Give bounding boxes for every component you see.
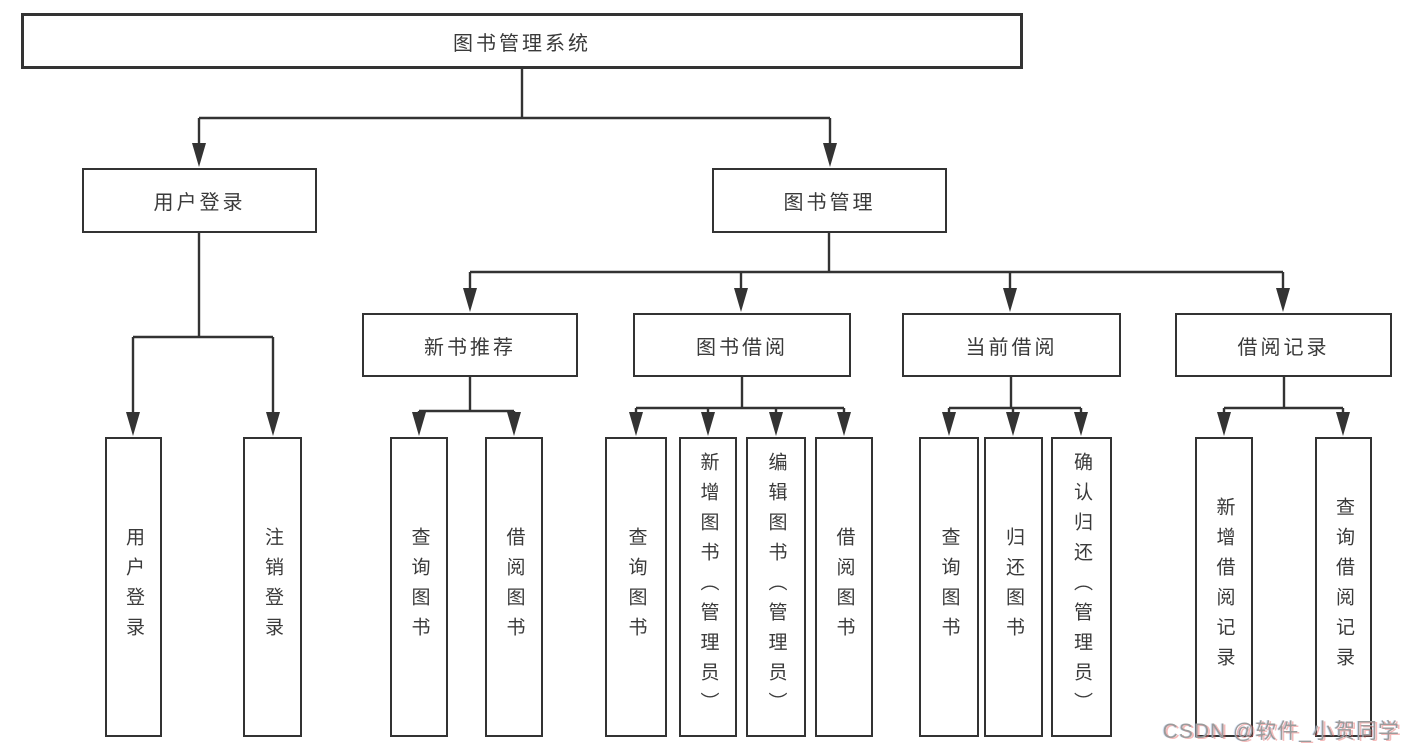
leaf-label: 用户登录 xyxy=(123,527,144,647)
leaf-return-book: 归还图书 xyxy=(984,437,1043,737)
leaf-borrow-books: 借阅图书 xyxy=(815,437,873,737)
leaf-query-borrow-record: 查询借阅记录 xyxy=(1315,437,1372,737)
leaf-edit-book-admin: 编辑图书（管理员） xyxy=(746,437,806,737)
leaf-label: 新增图书（管理员） xyxy=(697,452,719,722)
leaf-label: 确认归还（管理员） xyxy=(1071,452,1092,722)
leaf-add-book-admin: 新增图书（管理员） xyxy=(679,437,737,737)
node-book-management: 图书管理 xyxy=(712,168,947,233)
node-root: 图书管理系统 xyxy=(21,13,1023,69)
leaf-confirm-return-admin: 确认归还（管理员） xyxy=(1051,437,1112,737)
leaf-label: 归还图书 xyxy=(1003,527,1024,647)
leaf-query-books-current: 查询图书 xyxy=(919,437,979,737)
leaf-label: 查询图书 xyxy=(625,527,647,647)
node-new-book-recommend: 新书推荐 xyxy=(362,313,578,377)
leaf-label: 借阅图书 xyxy=(503,527,525,647)
leaf-label: 新增借阅记录 xyxy=(1213,497,1235,677)
node-user-login: 用户登录 xyxy=(82,168,317,233)
leaf-label: 查询借阅记录 xyxy=(1333,497,1354,677)
leaf-query-books-recommend: 查询图书 xyxy=(390,437,448,737)
leaf-borrow-books-recommend: 借阅图书 xyxy=(485,437,543,737)
csdn-watermark: CSDN @软件_小贺同学 xyxy=(1162,720,1400,743)
node-borrow-records: 借阅记录 xyxy=(1175,313,1392,377)
leaf-logout: 注销登录 xyxy=(243,437,302,737)
leaf-query-books-borrow: 查询图书 xyxy=(605,437,667,737)
leaf-label: 编辑图书（管理员） xyxy=(765,452,787,722)
leaf-user-login: 用户登录 xyxy=(105,437,162,737)
leaf-add-borrow-record: 新增借阅记录 xyxy=(1195,437,1253,737)
leaf-label: 查询图书 xyxy=(938,527,960,647)
node-book-borrow: 图书借阅 xyxy=(633,313,851,377)
node-current-borrow: 当前借阅 xyxy=(902,313,1121,377)
leaf-label: 借阅图书 xyxy=(833,527,855,647)
leaf-label: 查询图书 xyxy=(408,527,430,647)
leaf-label: 注销登录 xyxy=(262,527,283,647)
